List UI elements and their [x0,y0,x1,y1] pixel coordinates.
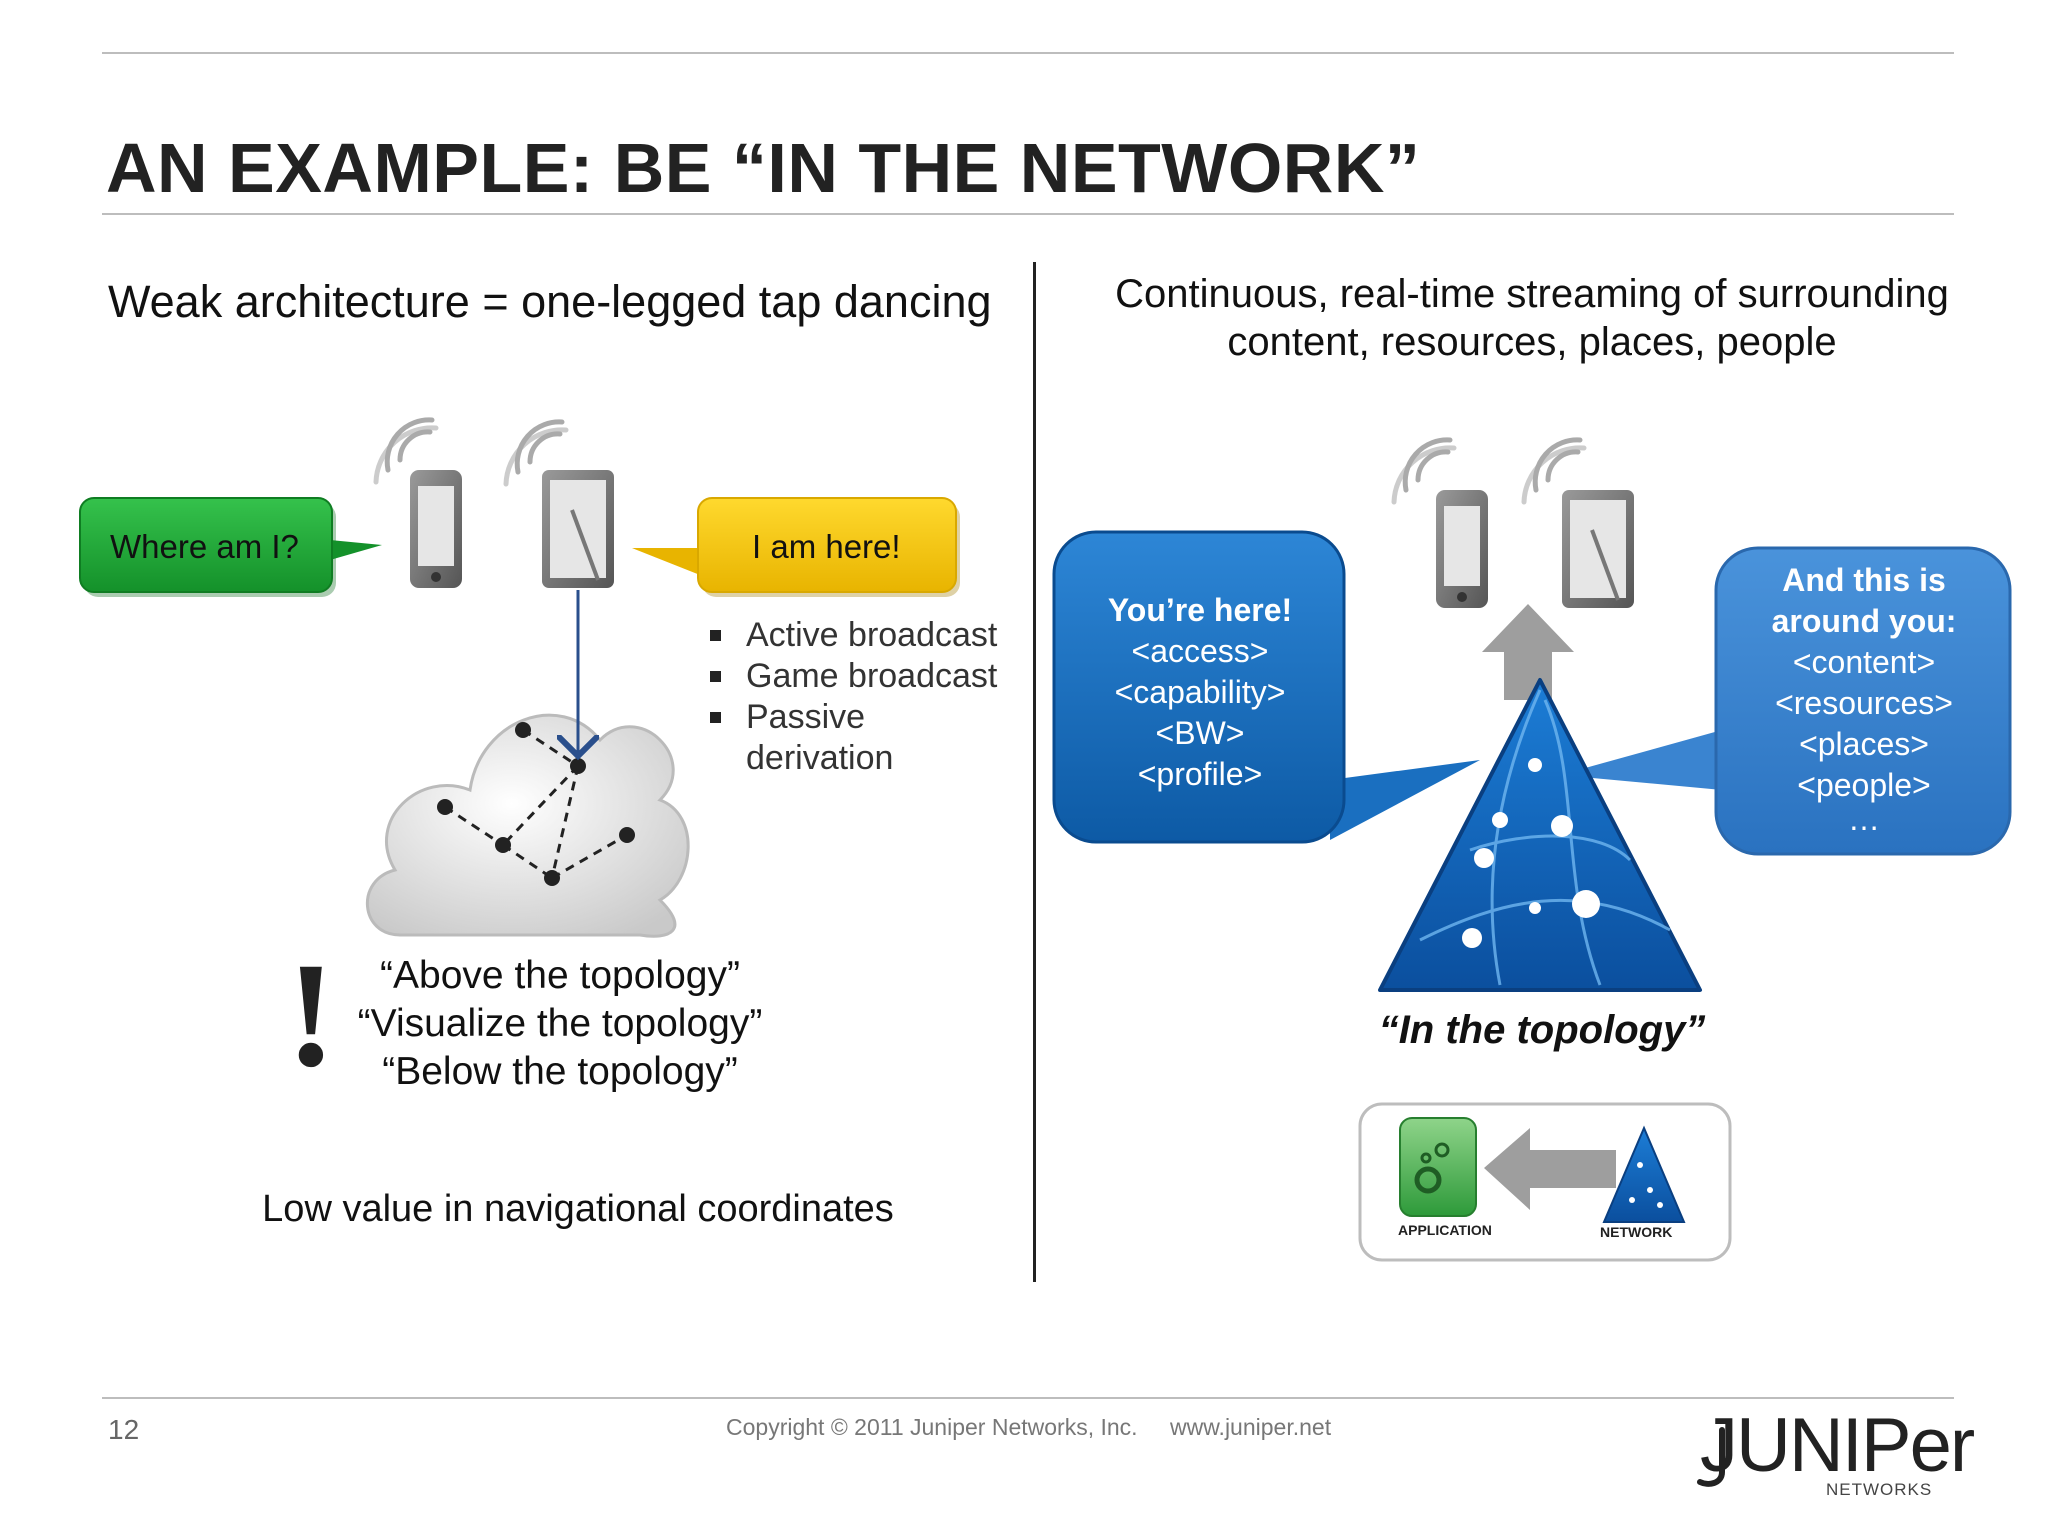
i-am-here-bubble [632,497,960,597]
juniper-logo-subtext: NETWORKS [1826,1480,1933,1499]
right-heading: Continuous, real-time streaming of surro… [1115,272,1949,364]
cloud-icon [366,713,690,938]
quote-line: “Below the topology” [382,1050,738,1093]
you-are-here-text: You’re here! <access> <capability> <BW> … [1107,592,1293,792]
phone-icon [1436,490,1488,608]
juniper-logo [1697,1427,1725,1487]
quote-line: “Above the topology” [380,954,740,997]
list-item: Passive [708,697,997,738]
around-you-bubble [1560,546,2012,856]
exclamation-mark: ! [286,932,336,1098]
top-rule [102,52,1954,54]
i-am-here-text: I am here! [752,528,901,565]
up-arrow [1482,604,1574,700]
bullet-list: Active broadcast Game broadcast Passive … [708,615,997,779]
where-am-i-bubble [79,497,382,597]
title-rule [102,213,1954,215]
wifi-icon [503,419,569,487]
application-icon [1399,1117,1477,1217]
network-label: NETWORK [1600,1224,1673,1240]
left-arrow [1484,1128,1616,1210]
list-item: Active broadcast [708,615,997,656]
slide-title: AN EXAMPLE: BE “IN THE NETWORK” [106,129,1421,207]
copyright-text: Copyright © 2011 Juniper Networks, Inc. [726,1414,1138,1440]
page-number: 12 [108,1414,140,1445]
where-am-i-text: Where am I? [110,528,299,565]
in-topology-caption: “In the topology” [1378,1008,1706,1052]
juniper-logo-text: JUNIPer [1700,1403,1975,1488]
website-url: www.juniper.net [1170,1414,1332,1440]
network-icon [1602,1125,1686,1223]
topology-quotes: “Above the topology” “Visualize the topo… [300,952,820,1096]
you-are-here-bubble [1052,530,1480,844]
tablet-icon [1562,490,1634,608]
around-you-text: And this is around you: <content> <resou… [1771,562,1957,837]
list-item: derivation [746,739,894,777]
tablet-icon [542,470,614,588]
topology-nodes [437,722,635,886]
application-label: APPLICATION [1398,1222,1492,1238]
wifi-icon [1391,437,1457,505]
left-footer-text: Low value in navigational coordinates [262,1188,894,1230]
phone-icon [410,470,462,588]
footer-rule [102,1397,1954,1399]
quote-line: “Visualize the topology” [357,1002,763,1045]
column-divider [1033,262,1036,1282]
wifi-icon [1521,437,1587,505]
list-item: Game broadcast [708,656,997,697]
wifi-icon [373,417,439,485]
left-heading: Weak architecture = one-legged tap danci… [108,276,992,327]
network-triangle-icon [1378,678,1702,992]
